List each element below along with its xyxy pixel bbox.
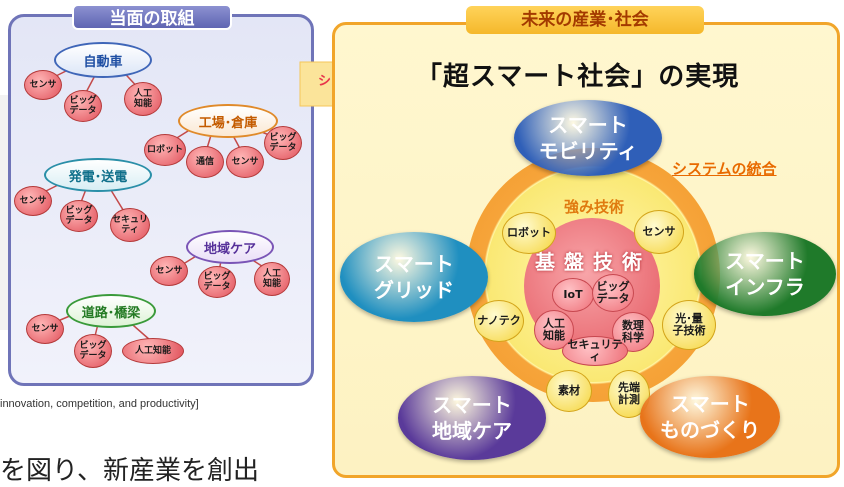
- strength-robot: ロボット: [502, 212, 556, 254]
- leaf-ai: 人工知能: [122, 338, 184, 364]
- smart-infrastructure: スマート インフラ: [694, 232, 836, 316]
- system-integration-label: システムの統合: [672, 160, 777, 178]
- base-technology-label: 基盤技術: [535, 250, 651, 274]
- leaf-communication: 通信: [186, 146, 224, 178]
- hub-power-generation: 発電･送電: [44, 158, 152, 192]
- smart-manufacturing: スマート ものづくり: [640, 376, 780, 458]
- leaf-sensor: センサ: [226, 146, 264, 178]
- current-initiatives-title: 当面の取組: [72, 4, 232, 30]
- core-ai: 人工 知能: [534, 310, 574, 350]
- leaf-ai: 人工 知能: [254, 262, 290, 296]
- leaf-bigdata: ビッグ データ: [198, 266, 236, 298]
- smart-mobility: スマート モビリティ: [514, 100, 662, 176]
- leaf-sensor: センサ: [24, 70, 62, 100]
- leaf-bigdata: ビッグ データ: [74, 334, 112, 368]
- leaf-security: セキュリ ティ: [110, 208, 150, 242]
- smart-community-care: スマート 地域ケア: [398, 376, 546, 460]
- strength-sensor: センサ: [634, 210, 684, 254]
- leaf-sensor: センサ: [14, 186, 52, 216]
- background-page-strip: [0, 95, 8, 330]
- hub-community-care: 地域ケア: [186, 230, 274, 264]
- leaf-robot: ロボット: [144, 134, 186, 166]
- leaf-sensor: センサ: [26, 314, 64, 344]
- hub-factory-warehouse: 工場･倉庫: [178, 104, 278, 138]
- leaf-bigdata: ビッグ データ: [264, 126, 302, 160]
- strength-materials: 素材: [546, 370, 592, 412]
- smart-grid: スマート グリッド: [340, 232, 488, 322]
- leaf-sensor: センサ: [150, 256, 188, 286]
- strength-nanotech: ナノテク: [474, 300, 524, 342]
- hub-roads-bridges: 道路･橋梁: [66, 294, 156, 328]
- leaf-bigdata: ビッグ データ: [60, 200, 98, 232]
- core-bigdata: ビッグ データ: [592, 274, 634, 312]
- strength-technology-label: 強み技術: [563, 198, 624, 216]
- strength-photon-quantum: 光･量 子技術: [662, 300, 716, 350]
- future-society-title: 未来の産業･社会: [466, 6, 704, 34]
- leaf-ai: 人工 知能: [124, 82, 162, 116]
- background-caption: innovation, competition, and productivit…: [0, 398, 199, 410]
- core-iot: IoT: [552, 278, 594, 312]
- leaf-bigdata: ビッグ データ: [64, 90, 102, 122]
- hub-automobile: 自動車: [54, 42, 152, 78]
- core-security: セキュリティ: [562, 336, 628, 366]
- super-smart-society-headline: 「超スマート社会」の実現: [416, 62, 740, 92]
